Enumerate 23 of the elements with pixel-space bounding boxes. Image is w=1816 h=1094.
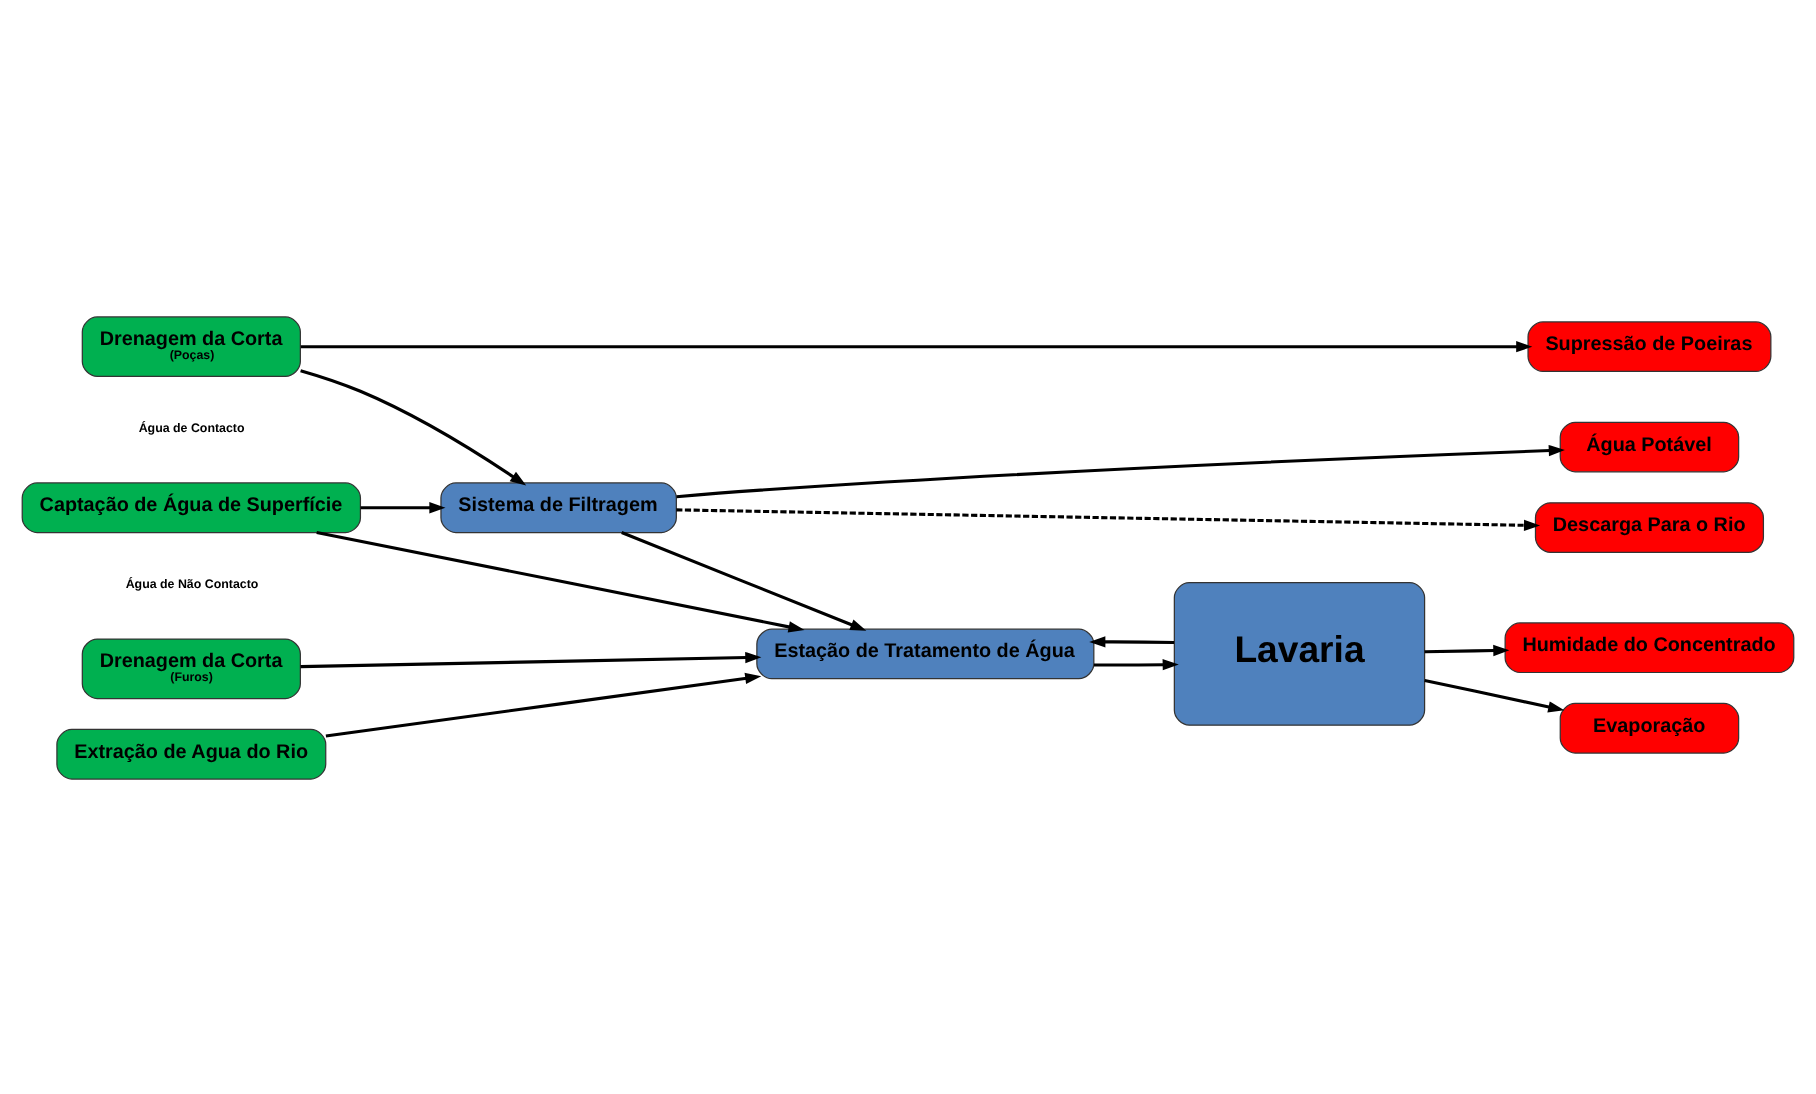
arrow <box>300 650 762 668</box>
node-box: Estação de Tratamento de Água <box>756 627 1095 679</box>
node-box: Água Potável <box>1559 420 1740 472</box>
node-box: Supressão de Poeiras <box>1527 320 1772 372</box>
arrow <box>316 530 805 632</box>
arrow <box>325 671 762 737</box>
node-box: Evaporação <box>1559 701 1740 753</box>
arrow <box>1424 677 1565 712</box>
arrow <box>1093 658 1179 670</box>
arrow <box>1089 635 1175 647</box>
node-box: Captação de Água de Superfície <box>21 481 362 533</box>
node-box: Descarga Para o Rio <box>1534 501 1765 552</box>
arrow <box>300 340 1533 352</box>
node-box: Lavaria <box>1173 581 1426 725</box>
node-box: Extração de Agua do Rio <box>56 727 327 779</box>
node-box: Sistema de Filtragem <box>440 481 677 533</box>
arrow <box>621 530 867 630</box>
arrow <box>300 368 527 485</box>
arrow <box>676 443 1565 498</box>
arrow <box>360 501 446 513</box>
arrow <box>1424 643 1510 656</box>
arrow <box>676 507 1541 530</box>
node-box: Humidade do Concentrado <box>1504 621 1795 673</box>
